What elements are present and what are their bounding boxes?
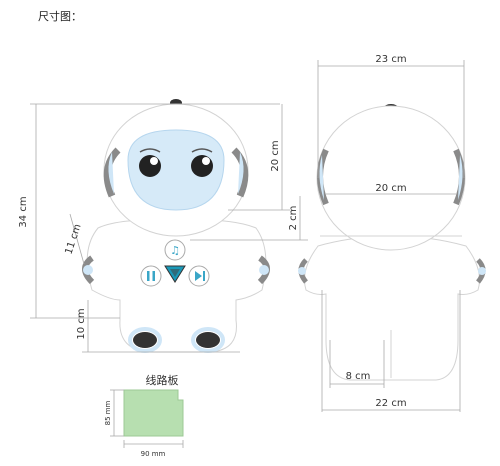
neck-gap-label: 2 cm <box>288 206 299 231</box>
head-width-label: 23 cm <box>375 54 406 65</box>
left-ear-inner <box>108 152 114 194</box>
pause-button <box>140 265 162 287</box>
face-width-label: 20 cm <box>375 183 406 194</box>
head-height-label: 20 cm <box>270 140 281 171</box>
music-button <box>164 239 186 261</box>
board-width-label: 90 mm <box>141 450 166 458</box>
music-note-icon: ♫ <box>170 244 180 257</box>
board-height-label: 85 mm <box>104 400 112 425</box>
board-label: 线路板 <box>146 373 179 387</box>
left-eyebrow <box>139 148 161 153</box>
back-body-outline <box>304 235 480 381</box>
left-ear <box>103 147 121 198</box>
right-ear <box>231 147 249 198</box>
left-foot-pad <box>133 332 157 348</box>
body-width-label: 22 cm <box>375 398 406 409</box>
pause-icon <box>147 271 150 281</box>
next-icon <box>195 271 205 281</box>
leg-height-label: 10 cm <box>76 308 87 339</box>
right-ear-inner <box>238 152 244 194</box>
right-eye <box>191 155 213 177</box>
back-view-robot <box>298 104 486 381</box>
total-height-label: 34 cm <box>18 196 29 227</box>
front-body-outline <box>86 219 267 353</box>
back-head-outline <box>316 105 466 251</box>
face-screen <box>127 129 225 211</box>
dimension-lines <box>30 60 465 412</box>
foot-width-label: 8 cm <box>346 371 371 382</box>
board-shape <box>123 389 184 437</box>
front-view-robot: ♫ <box>82 99 270 353</box>
right-eyebrow <box>191 148 213 153</box>
right-foot-pad <box>196 332 220 348</box>
page-title: 尺寸图： <box>38 9 82 23</box>
left-eye <box>139 155 161 177</box>
circuit-board: 线路板 85 mm 90 mm <box>104 373 184 458</box>
